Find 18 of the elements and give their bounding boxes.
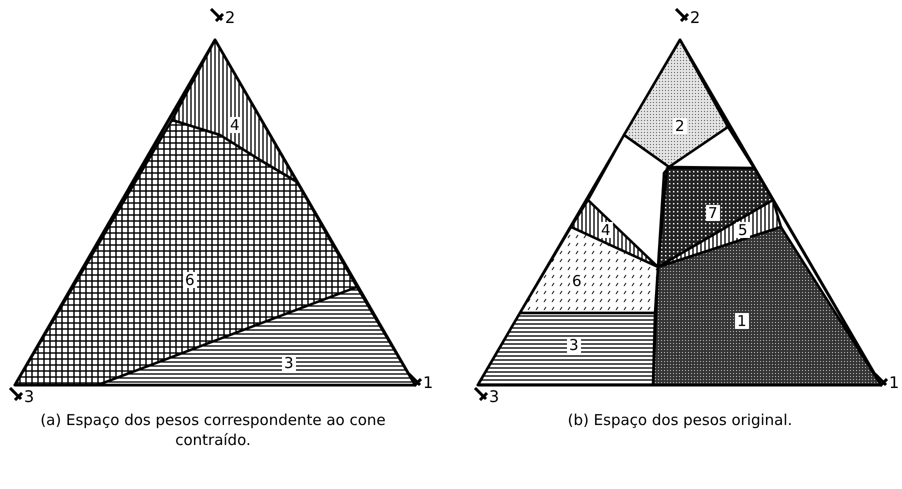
region-number: 1 [735,313,749,329]
figure-caption: (a) Espaço dos pesos correspondente ao cone contraído. [39,410,387,450]
region-number: 4 [599,222,613,238]
region-number: 5 [736,222,750,238]
vertex-label: 3 [24,388,34,406]
vertex-label: 3 [489,388,500,406]
region-number: 2 [673,118,687,134]
vertex-label: 1 [889,374,900,392]
region-number: 3 [567,337,581,353]
figure-caption: (b) Espaço dos pesos original. [566,410,794,430]
region-number: 4 [228,117,242,133]
region-number: 7 [706,205,720,221]
vertex-label: 2 [690,9,700,27]
region-number: 6 [183,272,197,288]
region-number: 3 [282,355,296,371]
vertex-label: 1 [423,374,434,392]
vertex-label: 2 [225,9,236,27]
region-number: 6 [570,273,584,289]
